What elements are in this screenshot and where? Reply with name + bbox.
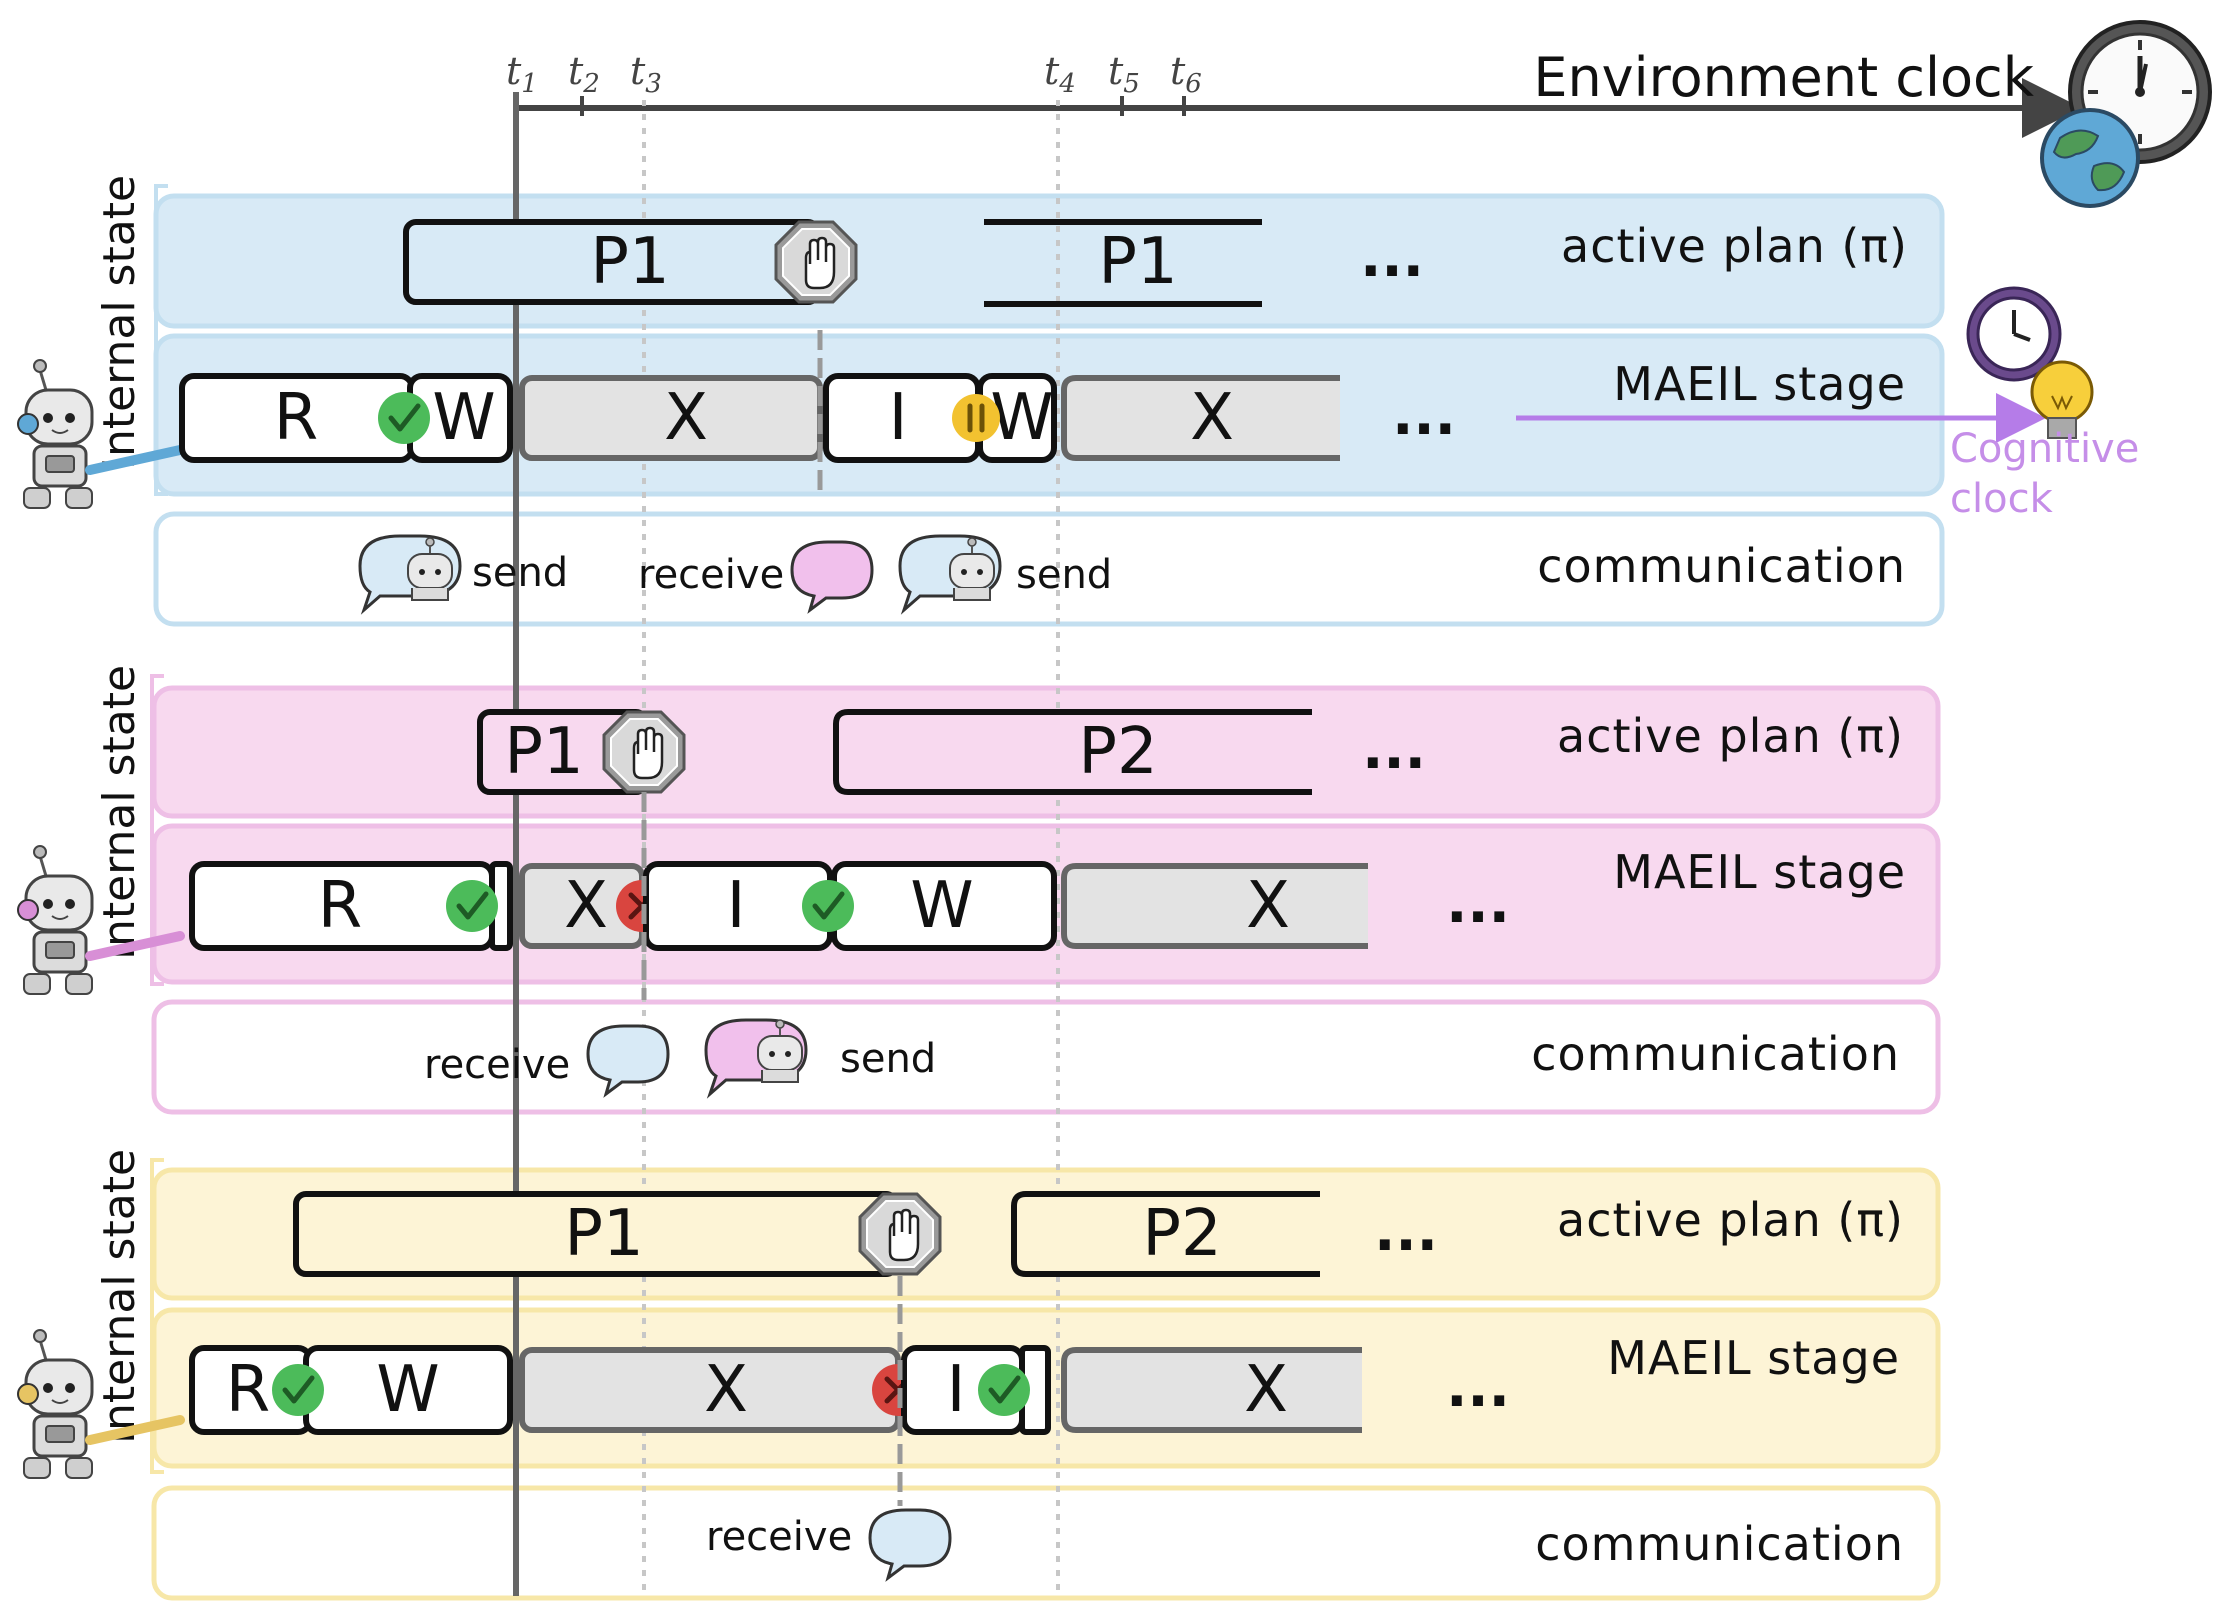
agent2-comm-send: send — [840, 1036, 936, 1082]
agent1-plan-row-label: active plan (π) — [1561, 219, 1908, 273]
agent2-stage-w-label: W — [910, 869, 973, 943]
lightbulb-icon — [2030, 360, 2094, 439]
agent2-comm-receive: receive — [424, 1042, 570, 1088]
agent1-stage-r-label: R — [274, 381, 318, 455]
agent1-stage-x2 — [1061, 375, 1340, 461]
speech-bubble-icon — [790, 540, 874, 614]
cognitive-clock-label-1: Cognitive — [1950, 426, 2139, 472]
agent1-comm-send-2: send — [1016, 552, 1112, 598]
robot-icon — [17, 1328, 185, 1480]
tick-label-t4: t4 — [1044, 49, 1076, 99]
agent3-plan-row-label: active plan (π) — [1557, 1193, 1904, 1247]
tick-label-t6: t6 — [1170, 49, 1202, 99]
check-icon — [978, 1364, 1030, 1416]
stop-sign-icon — [774, 220, 858, 304]
agent3-stage-row-label: MAEIL stage — [1607, 1331, 1900, 1385]
agent2-plan-row-label: active plan (π) — [1557, 709, 1904, 763]
tick-label-t3: t3 — [630, 49, 662, 99]
agent2-plan-ellipsis: ... — [1362, 717, 1426, 782]
agent2-plan-label-1: P1 — [504, 715, 583, 789]
agent2-stage-i-label: I — [727, 869, 746, 943]
robot-icon — [17, 844, 185, 996]
agent2-stage-row-label: MAEIL stage — [1613, 845, 1906, 899]
pause-icon — [952, 394, 1000, 442]
agent3-plan-box-2 — [1011, 1191, 1320, 1277]
speech-bubble-icon — [586, 1024, 670, 1098]
check-icon — [446, 880, 498, 932]
agent3-comm-receive: receive — [706, 1514, 852, 1560]
agent2-stage-r-label: R — [318, 869, 362, 943]
agent1-stage-w-label: W — [432, 381, 495, 455]
agent1-plan-label-2: P1 — [1098, 225, 1177, 299]
agent3-stage-x2-label: X — [1244, 1353, 1288, 1427]
agent3-comm-row — [151, 1485, 1941, 1601]
agent2-stage-x2-label: X — [1246, 869, 1290, 943]
agent2-plan-box-2 — [833, 709, 1312, 795]
agent1-comm-receive: receive — [638, 552, 784, 598]
agent1-stage-i-label: I — [889, 381, 908, 455]
agent3-plan-ellipsis: ... — [1374, 1199, 1438, 1264]
agent3-stage-ellipsis: ... — [1446, 1355, 1510, 1420]
agent1-stage-row-label: MAEIL stage — [1613, 357, 1906, 411]
agent3-stage-x2 — [1061, 1347, 1362, 1433]
tick-label-t5: t5 — [1108, 49, 1140, 99]
agent3-stage-x-label: X — [704, 1353, 748, 1427]
stop-sign-icon — [602, 710, 686, 794]
agent1-stage-w2-label: W — [990, 381, 1053, 455]
agent2-side-label: Internal state — [94, 665, 145, 960]
tick-label-t1: t1 — [506, 49, 538, 99]
globe-icon — [2040, 108, 2140, 208]
agent3-plan-label-2: P2 — [1142, 1197, 1221, 1271]
agent1-plan-label-1: P1 — [590, 225, 669, 299]
agent2-comm-row-label: communication — [1531, 1027, 1900, 1081]
agent1-comm-row-label: communication — [1537, 539, 1906, 593]
agent1-stage-x-label: X — [664, 381, 708, 455]
small-clock-icon — [1966, 286, 2062, 382]
agent3-stage-w-label: W — [376, 1353, 439, 1427]
check-icon — [272, 1364, 324, 1416]
stop-sign-icon — [858, 1192, 942, 1276]
agent3-side-label: Internal state — [94, 1149, 145, 1444]
environment-clock-label: Environment clock — [1533, 46, 2034, 109]
agent2-stage-x2 — [1061, 863, 1368, 949]
agent2-plan-label-2: P2 — [1078, 715, 1157, 789]
check-icon — [802, 880, 854, 932]
agent3-stage-i-label: I — [947, 1353, 966, 1427]
agent3-plan-label-1: P1 — [564, 1197, 643, 1271]
agent1-comm-send-1: send — [472, 550, 568, 596]
agent3-stage-r-label: R — [226, 1353, 270, 1427]
check-icon — [378, 392, 430, 444]
agent2-stage-x-label: X — [564, 869, 608, 943]
agent1-comm-row — [153, 511, 1945, 627]
agent1-plan-ellipsis: ... — [1360, 225, 1424, 290]
agent1-side-label: Internal state — [94, 175, 145, 470]
speech-bubble-icon — [868, 1508, 952, 1582]
robot-icon — [17, 358, 185, 510]
agent1-stage-ellipsis: ... — [1392, 383, 1456, 448]
agent2-stage-ellipsis: ... — [1446, 871, 1510, 936]
agent1-stage-x2-label: X — [1190, 381, 1234, 455]
tick-label-t2: t2 — [568, 49, 600, 99]
cognitive-clock-label-2: clock — [1950, 476, 2054, 522]
agent3-comm-row-label: communication — [1535, 1517, 1904, 1571]
